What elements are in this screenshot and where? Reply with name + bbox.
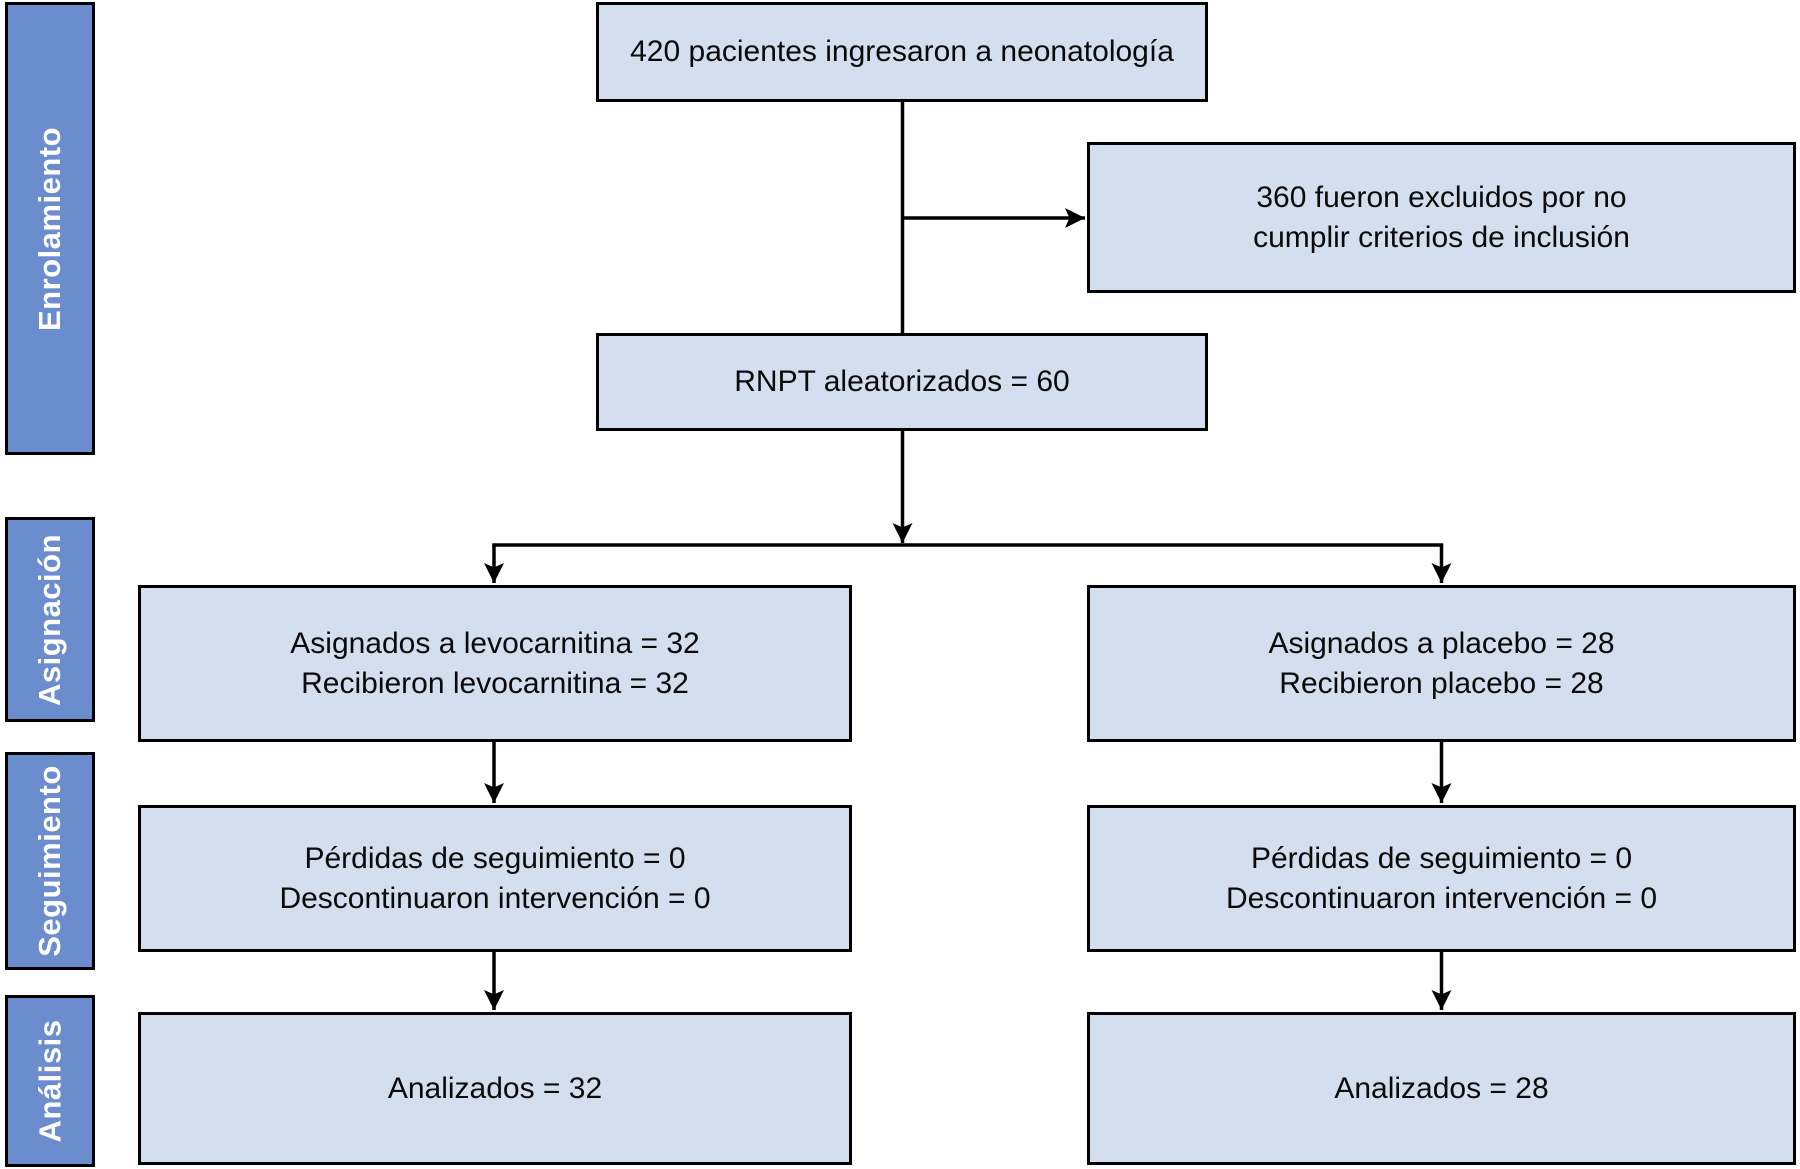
node-assigned-levocarnitine-line2: Recibieron levocarnitina = 32 bbox=[301, 666, 689, 700]
stage-label-enrolamiento: Enrolamiento bbox=[32, 126, 67, 331]
stage-box-seguimiento: Seguimiento bbox=[5, 752, 95, 970]
node-followup-placebo-line2: Descontinuaron intervención = 0 bbox=[1225, 881, 1658, 915]
node-admitted-text: 420 pacientes ingresaron a neonatología bbox=[630, 35, 1174, 69]
node-assigned-placebo: Asignados a placebo = 28 Recibieron plac… bbox=[1087, 585, 1796, 742]
stage-label-seguimiento: Seguimiento bbox=[32, 765, 68, 957]
node-assigned-placebo-line1: Asignados a placebo = 28 bbox=[1268, 626, 1615, 660]
stage-label-analisis: Análisis bbox=[32, 1019, 68, 1143]
node-admitted: 420 pacientes ingresaron a neonatología bbox=[596, 2, 1208, 102]
node-analyzed-levocarnitine: Analizados = 32 bbox=[138, 1012, 852, 1165]
node-analyzed-placebo: Analizados = 28 bbox=[1087, 1012, 1796, 1165]
node-randomized-text: RNPT aleatorizados = 60 bbox=[734, 365, 1070, 399]
node-analyzed-placebo-text: Analizados = 28 bbox=[1334, 1071, 1549, 1105]
node-assigned-levocarnitine: Asignados a levocarnitina = 32 Recibiero… bbox=[138, 585, 852, 742]
node-followup-placebo-line1: Pérdidas de seguimiento = 0 bbox=[1250, 841, 1633, 875]
node-assigned-levocarnitine-line1: Asignados a levocarnitina = 32 bbox=[290, 626, 700, 660]
node-randomized: RNPT aleatorizados = 60 bbox=[596, 333, 1208, 431]
node-followup-placebo: Pérdidas de seguimiento = 0 Descontinuar… bbox=[1087, 805, 1796, 952]
node-followup-levocarnitine: Pérdidas de seguimiento = 0 Descontinuar… bbox=[138, 805, 852, 952]
node-excluded-line2: cumplir criterios de inclusión bbox=[1253, 220, 1630, 254]
node-excluded-line1: 360 fueron excluidos por no bbox=[1256, 180, 1627, 214]
stage-box-asignacion: Asignación bbox=[5, 517, 95, 722]
stage-box-enrolamiento: Enrolamiento bbox=[5, 2, 95, 455]
node-followup-levocarnitine-line1: Pérdidas de seguimiento = 0 bbox=[304, 841, 686, 875]
node-analyzed-levocarnitine-text: Analizados = 32 bbox=[387, 1071, 603, 1105]
stage-box-analisis: Análisis bbox=[5, 995, 95, 1167]
node-excluded: 360 fueron excluidos por no cumplir crit… bbox=[1087, 142, 1796, 293]
node-assigned-placebo-line2: Recibieron placebo = 28 bbox=[1279, 666, 1604, 700]
stage-label-asignacion: Asignación bbox=[32, 533, 67, 706]
node-followup-levocarnitine-line2: Descontinuaron intervención = 0 bbox=[279, 881, 711, 915]
